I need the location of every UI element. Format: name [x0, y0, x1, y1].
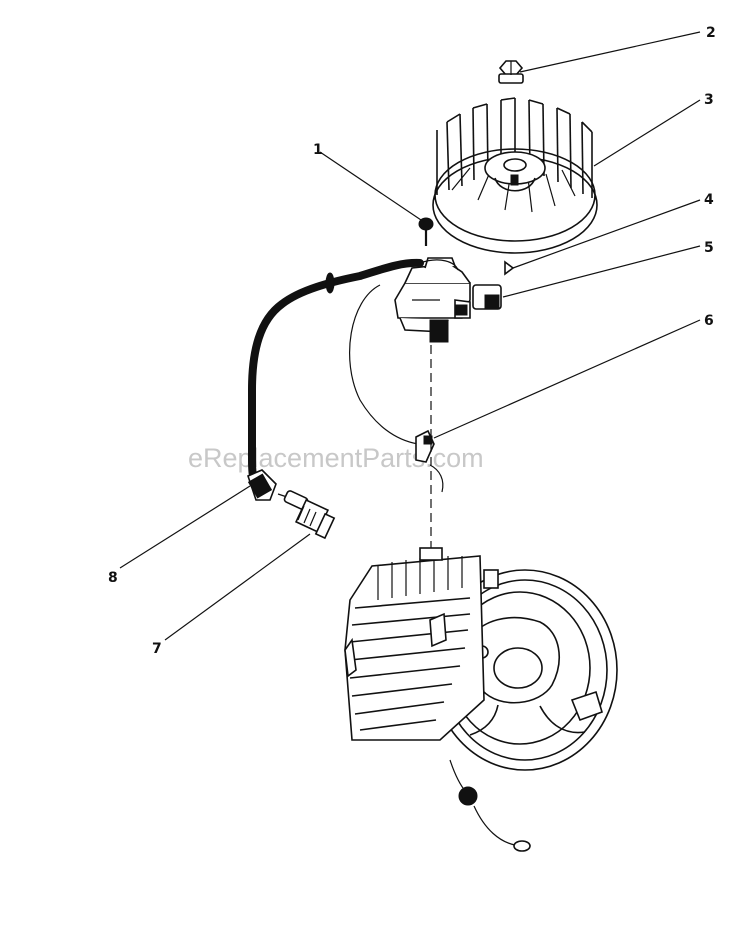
callout-numbers: 1 2 3 4 5 6 7 8 [108, 25, 716, 657]
callout-1: 1 [313, 142, 323, 158]
engine-block [344, 547, 618, 771]
callout-8: 8 [108, 570, 118, 586]
ignition-module-screw [418, 217, 434, 246]
callout-2: 2 [706, 25, 716, 41]
flywheel-nut [498, 60, 524, 84]
callout-6: 6 [704, 313, 714, 329]
callout-4: 4 [704, 192, 714, 208]
flywheel-key [504, 260, 515, 276]
wire-clip [349, 284, 444, 493]
watermark-text: eReplacementParts.com [188, 443, 484, 473]
spark-plug [277, 490, 336, 540]
callout-7: 7 [152, 641, 162, 657]
spark-plug-wire [247, 258, 459, 501]
leader-lines [119, 31, 701, 641]
callout-3: 3 [704, 92, 714, 108]
callout-5: 5 [704, 240, 714, 256]
ground-wire [449, 759, 531, 852]
flywheel [432, 97, 598, 254]
ignition-module [394, 257, 502, 343]
